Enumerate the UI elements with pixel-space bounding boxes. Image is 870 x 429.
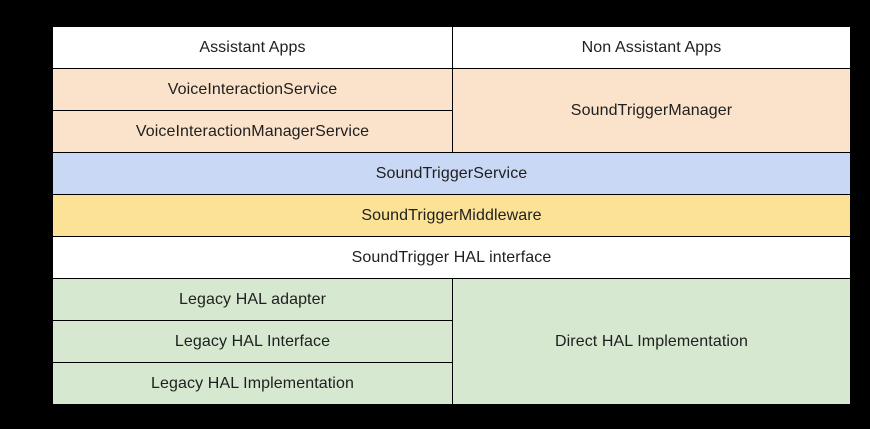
cell-assistant-apps-header: Assistant Apps (52, 26, 453, 69)
cell-legacy-hal-implementation: Legacy HAL Implementation (52, 362, 453, 405)
cell-voice-interaction-service: VoiceInteractionService (52, 68, 453, 111)
table-row-voice-interaction-service: VoiceInteractionService SoundTriggerMana… (52, 68, 851, 153)
cell-direct-hal-implementation: Direct HAL Implementation (452, 278, 851, 405)
cell-sound-trigger-hal-interface: SoundTrigger HAL interface (52, 236, 851, 279)
table-row-sound-trigger-hal-interface: SoundTrigger HAL interface (52, 236, 851, 279)
architecture-table: Assistant Apps Non Assistant Apps VoiceI… (52, 26, 851, 405)
table-row-legacy-hal-implementation: Legacy HAL Implementation (52, 362, 851, 405)
cell-sound-trigger-manager: SoundTriggerManager (452, 68, 851, 153)
cell-legacy-hal-adapter: Legacy HAL adapter (52, 278, 453, 321)
cell-sound-trigger-middleware: SoundTriggerMiddleware (52, 194, 851, 237)
table-row-legacy-hal-adapter: Legacy HAL adapter Direct HAL Implementa… (52, 278, 851, 405)
table-row-sound-trigger-service: SoundTriggerService (52, 152, 851, 195)
table-row-sound-trigger-middleware: SoundTriggerMiddleware (52, 194, 851, 237)
cell-voice-interaction-manager-service: VoiceInteractionManagerService (52, 110, 453, 153)
cell-sound-trigger-service: SoundTriggerService (52, 152, 851, 195)
table-row-legacy-hal-interface: Legacy HAL Interface (52, 320, 851, 363)
table-row-voice-interaction-manager-service: VoiceInteractionManagerService (52, 110, 851, 153)
cell-non-assistant-apps-header: Non Assistant Apps (452, 26, 851, 69)
cell-legacy-hal-interface: Legacy HAL Interface (52, 320, 453, 363)
table-row-headers: Assistant Apps Non Assistant Apps (52, 26, 851, 69)
